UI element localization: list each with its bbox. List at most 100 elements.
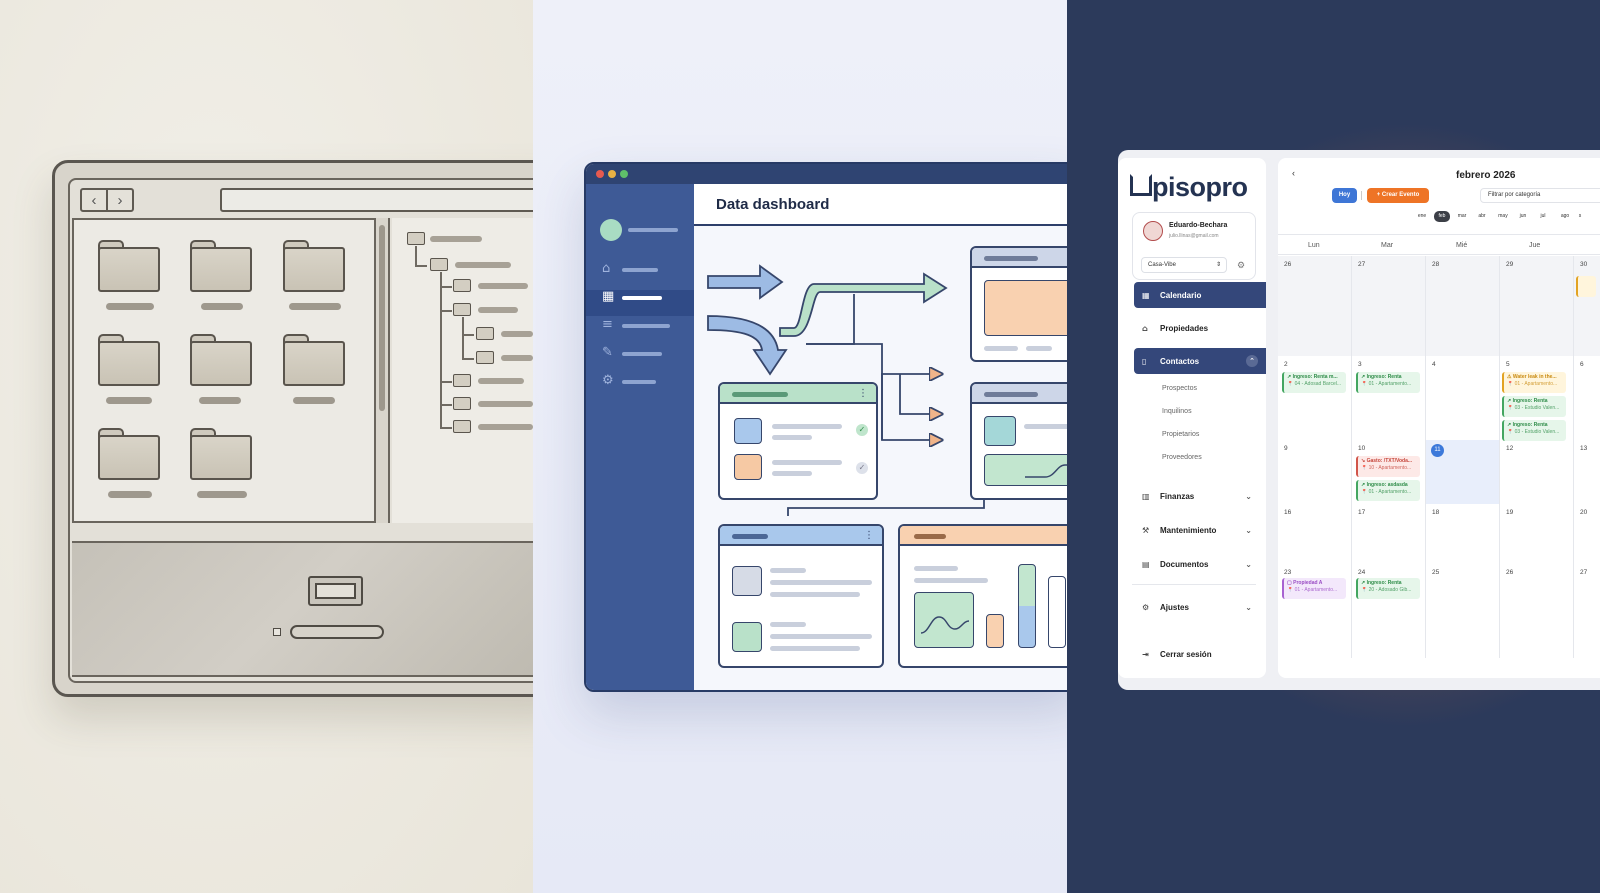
calendar-day-cell[interactable]: 17: [1352, 504, 1425, 564]
calendar-day-cell[interactable]: 9: [1278, 440, 1351, 504]
calendar-day-cell[interactable]: 28: [1426, 256, 1499, 356]
calendar-day-cell[interactable]: 26: [1500, 564, 1573, 658]
tree-folder-icon[interactable]: [407, 232, 425, 245]
more-icon[interactable]: ⋮: [858, 388, 868, 399]
calendar-day-cell[interactable]: 11: [1426, 440, 1499, 504]
home-icon[interactable]: ⌂: [602, 261, 611, 276]
calendar-day-cell[interactable]: 3: [1352, 356, 1425, 440]
folder-icon[interactable]: [98, 428, 160, 480]
metrics-card[interactable]: [970, 382, 1067, 500]
month-pill[interactable]: ene: [1417, 213, 1427, 219]
tree-folder-icon[interactable]: [476, 327, 494, 340]
sidebar-item-mantenimiento[interactable]: ⚒Mantenimiento⌄: [1142, 525, 1252, 535]
sidebar-item-inquilinos[interactable]: Inquilinos: [1162, 407, 1192, 415]
list-icon[interactable]: ≡: [602, 317, 613, 332]
folder-icon[interactable]: [190, 334, 252, 386]
pencil-icon[interactable]: ✎: [602, 345, 613, 360]
calendar-event[interactable]: ▢ Propiedad A📍 01 - Apartamento...: [1282, 578, 1346, 599]
calendar-day-cell[interactable]: 13: [1574, 440, 1600, 504]
tree-folder-icon[interactable]: [453, 303, 471, 316]
month-pill[interactable]: s: [1578, 213, 1582, 219]
maximize-dot[interactable]: [620, 170, 628, 178]
calendar-day-cell[interactable]: 18: [1426, 504, 1499, 564]
drawer-pull-handle[interactable]: [290, 625, 384, 639]
sidebar-item-documentos[interactable]: ▤Documentos⌄: [1142, 559, 1252, 569]
property-select[interactable]: Casa-Vibe⇕: [1141, 257, 1227, 273]
logout-button[interactable]: ⇥Cerrar sesión: [1142, 649, 1212, 659]
calendar-event[interactable]: ↗ Ingreso: Renta m...📍 04 - Adosad Barce…: [1282, 372, 1346, 393]
folder-icon[interactable]: [98, 334, 160, 386]
calendar-day-cell[interactable]: 27: [1352, 256, 1425, 356]
folder-icon[interactable]: [98, 240, 160, 292]
more-icon[interactable]: ⋮: [864, 530, 874, 541]
chart-card[interactable]: [898, 524, 1067, 668]
category-filter[interactable]: Filtrar por categoría: [1480, 188, 1600, 203]
month-pill[interactable]: abr: [1478, 213, 1486, 219]
calendar-day-cell[interactable]: 16: [1278, 504, 1351, 564]
calendar-day-cell[interactable]: 27: [1574, 564, 1600, 658]
calendar-event[interactable]: ⚠ Water leak in the...📍 01 - Apartamento…: [1502, 372, 1566, 393]
tree-folder-icon[interactable]: [453, 279, 471, 292]
folder-icon[interactable]: [190, 428, 252, 480]
preview-card[interactable]: [970, 246, 1067, 362]
month-pill-selected[interactable]: feb: [1434, 211, 1450, 222]
calendar-event[interactable]: ↗ Ingreso: Renta📍 03 - Estudio Valen...: [1502, 420, 1566, 441]
minimize-dot[interactable]: [608, 170, 616, 178]
month-pill[interactable]: ago: [1560, 213, 1570, 219]
tree-folder-icon[interactable]: [453, 420, 471, 433]
create-event-button[interactable]: + Crear Evento: [1367, 188, 1429, 203]
calendar-event[interactable]: [1576, 276, 1596, 297]
sidebar-item-finanzas[interactable]: ▥Finanzas⌄: [1142, 491, 1252, 501]
tree-folder-icon[interactable]: [453, 397, 471, 410]
nav-item-label[interactable]: [622, 296, 662, 300]
calendar-day-cell[interactable]: 4: [1426, 356, 1499, 440]
calendar-event[interactable]: ↗ Ingreso: Renta📍 03 - Estudio Valen...: [1502, 396, 1566, 417]
calendar-day-cell[interactable]: 20: [1574, 504, 1600, 564]
calendar-day-cell[interactable]: 12: [1500, 440, 1573, 504]
sidebar-item-contactos[interactable]: ▯Contactos⌃: [1134, 348, 1266, 374]
nav-item-label[interactable]: [622, 352, 662, 356]
tree-folder-icon[interactable]: [453, 374, 471, 387]
calendar-event[interactable]: ↗ Ingreso: Renta📍 20 - Adosado Gib...: [1356, 578, 1420, 599]
tree-folder-icon[interactable]: [430, 258, 448, 271]
calendar-event[interactable]: ↗ Ingreso: Renta📍 01 - Apartamento...: [1356, 372, 1420, 393]
calendar-day-cell[interactable]: 26: [1278, 256, 1351, 356]
calendar-event[interactable]: ↘ Gasto: /TXT/Voda...📍 10 - Apartamento.…: [1356, 456, 1420, 477]
list-card[interactable]: ⋮: [718, 524, 884, 668]
sidebar-item-calendario[interactable]: ▦Calendario: [1134, 282, 1266, 308]
month-pill[interactable]: jul: [1540, 213, 1546, 219]
month-pill[interactable]: may: [1498, 213, 1508, 219]
prev-month-icon[interactable]: ‹: [1292, 168, 1295, 178]
nav-item-label[interactable]: [622, 324, 670, 328]
sidebar-item-ajustes[interactable]: ⚙Ajustes⌄: [1142, 602, 1252, 612]
calendar-day-cell[interactable]: 25: [1426, 564, 1499, 658]
grid-icon[interactable]: ▦: [602, 289, 615, 304]
address-bar[interactable]: [220, 188, 533, 212]
sidebar-item-prospectos[interactable]: Prospectos: [1162, 384, 1198, 392]
calendar-day-cell[interactable]: 30: [1574, 256, 1600, 356]
sidebar-item-proveedores[interactable]: Proveedores: [1162, 453, 1202, 461]
month-pill[interactable]: mar: [1457, 213, 1467, 219]
tasks-card[interactable]: ⋮ ✓ ✓: [718, 382, 878, 500]
back-arrow-icon[interactable]: ‹: [82, 190, 108, 210]
month-pill[interactable]: jun: [1519, 213, 1527, 219]
nav-item-label[interactable]: [622, 268, 658, 272]
tree-folder-icon[interactable]: [476, 351, 494, 364]
calendar-day-cell[interactable]: 2: [1278, 356, 1351, 440]
scrollbar-thumb[interactable]: [379, 225, 385, 411]
calendar-event[interactable]: ↗ Ingreso: asdasda📍 01 - Apartamento...: [1356, 480, 1420, 501]
sidebar-item-propietarios[interactable]: Propietarios: [1162, 430, 1200, 438]
gear-icon[interactable]: ⚙: [1237, 260, 1246, 270]
calendar-day-cell[interactable]: 19: [1500, 504, 1573, 564]
nav-item-label[interactable]: [622, 380, 656, 384]
folder-icon[interactable]: [190, 240, 252, 292]
gear-icon[interactable]: ⚙: [602, 373, 614, 388]
folder-icon[interactable]: [283, 334, 345, 386]
forward-arrow-icon[interactable]: ›: [117, 191, 123, 209]
folder-icon[interactable]: [283, 240, 345, 292]
today-button[interactable]: Hoy: [1332, 188, 1357, 203]
close-dot[interactable]: [596, 170, 604, 178]
avatar[interactable]: [600, 219, 622, 241]
avatar[interactable]: [1143, 221, 1163, 241]
check-icon[interactable]: ✓: [856, 462, 868, 474]
